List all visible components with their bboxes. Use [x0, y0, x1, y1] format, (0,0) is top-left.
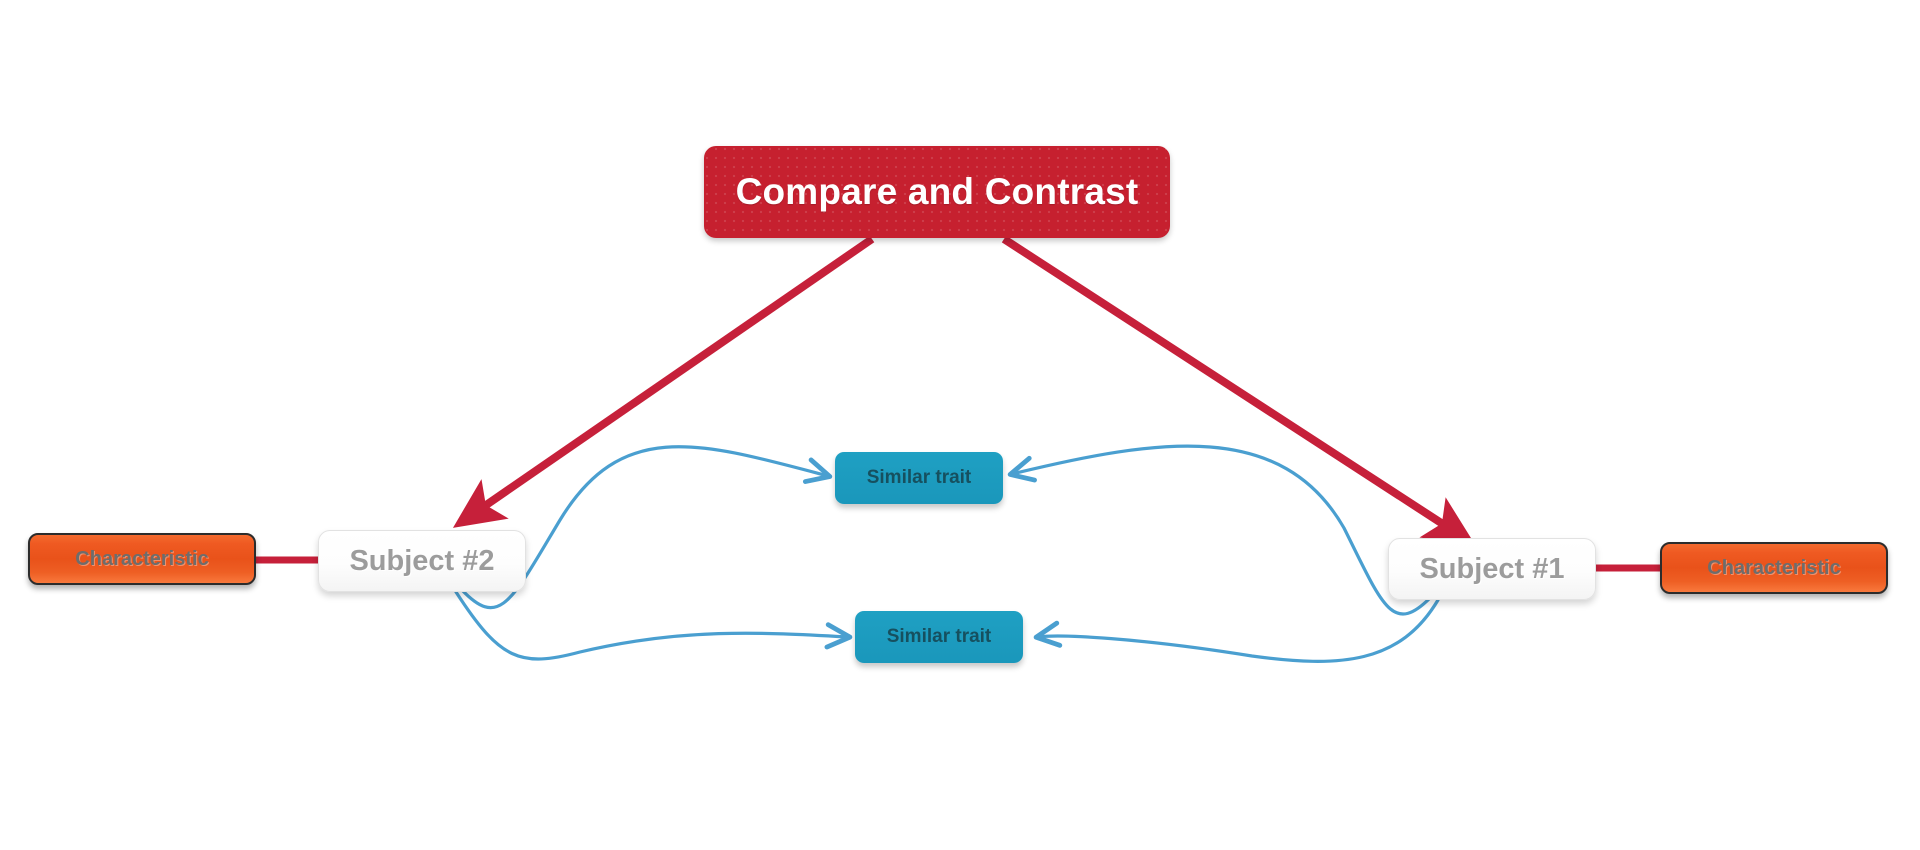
node-similar-trait-top-label: Similar trait: [866, 467, 972, 488]
node-characteristic-right[interactable]: Characteristic: [1660, 542, 1888, 594]
node-characteristic-left-label: Characteristic: [75, 547, 209, 570]
node-root-compare-and-contrast[interactable]: Compare and Contrast: [704, 146, 1170, 238]
edge-subject2-trait-bottom: [454, 590, 853, 661]
node-subject-1[interactable]: Subject #1: [1388, 538, 1596, 600]
node-similar-trait-top[interactable]: Similar trait: [835, 452, 1003, 504]
edge-root-subject1: [1001, 235, 1476, 546]
edge-root-subject2: [452, 235, 875, 528]
edge-subject1-trait-top: [1007, 444, 1432, 616]
node-similar-trait-bottom-label: Similar trait: [886, 626, 992, 647]
node-characteristic-left[interactable]: Characteristic: [28, 533, 256, 585]
node-root-label: Compare and Contrast: [735, 171, 1139, 212]
node-subject-2[interactable]: Subject #2: [318, 530, 526, 592]
node-subject-2-label: Subject #2: [349, 544, 495, 577]
edge-subject1-trait-bottom: [1033, 598, 1440, 663]
node-similar-trait-bottom[interactable]: Similar trait: [855, 611, 1023, 663]
node-subject-1-label: Subject #1: [1419, 552, 1565, 585]
node-characteristic-right-label: Characteristic: [1707, 556, 1841, 579]
